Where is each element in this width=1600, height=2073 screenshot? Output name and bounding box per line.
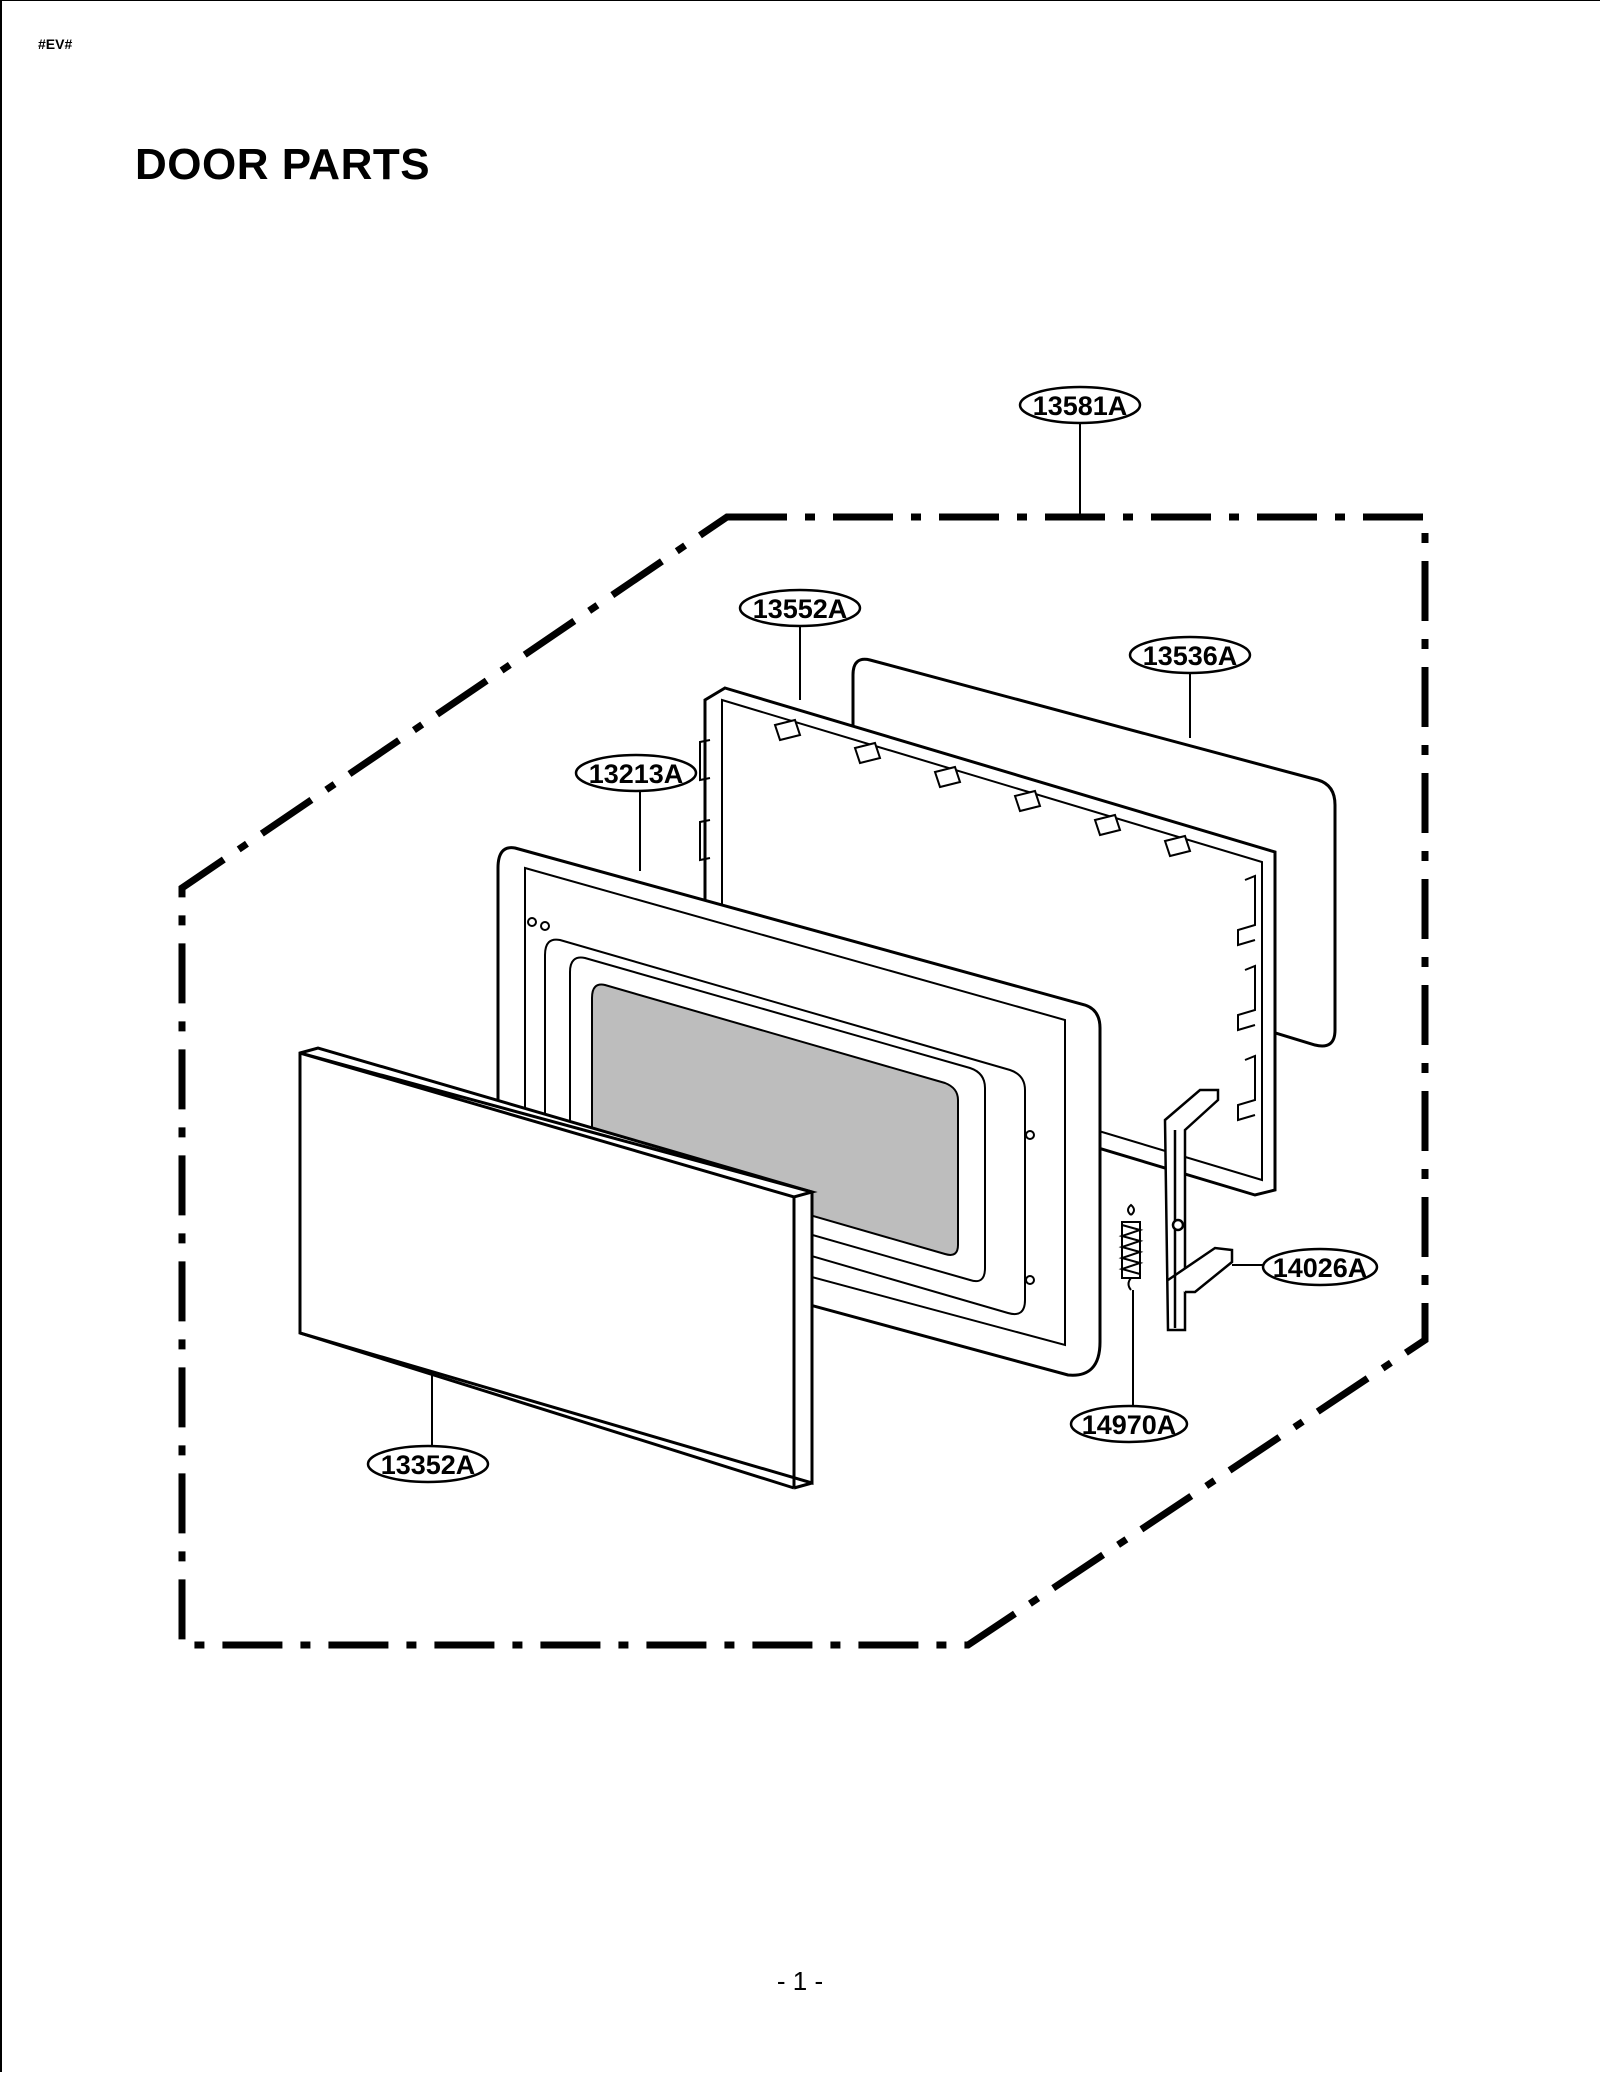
- door-cover-panel: [298, 1046, 818, 1490]
- door-frame: [496, 846, 1102, 1377]
- callout-13552a: 13552A: [738, 588, 862, 628]
- leader-lines: [431, 422, 1265, 1448]
- callout-14026a: 14026A: [1261, 1247, 1379, 1287]
- callout-13213a: 13213A: [574, 753, 698, 793]
- part-label-13552a: 13552A: [753, 594, 848, 624]
- document-code: #EV#: [38, 36, 73, 52]
- callout-13536a: 13536A: [1128, 635, 1252, 675]
- callout-14970a: 14970A: [1069, 1404, 1189, 1444]
- part-label-14026a: 14026A: [1273, 1253, 1368, 1283]
- part-label-13352a: 13352A: [381, 1450, 476, 1480]
- callout-13581a: 13581A: [1018, 385, 1142, 425]
- part-label-13536a: 13536A: [1143, 641, 1238, 671]
- callout-13352a: 13352A: [366, 1444, 490, 1484]
- assembly-boundary: [178, 513, 1429, 1649]
- part-label-13581a: 13581A: [1033, 391, 1128, 421]
- page-number: - 1 -: [776, 1966, 824, 1996]
- page-title: DOOR PARTS: [135, 140, 431, 189]
- part-label-14970a: 14970A: [1082, 1410, 1177, 1440]
- latch-lever: [1163, 1088, 1234, 1332]
- spring: [1118, 1203, 1144, 1291]
- part-label-13213a: 13213A: [589, 759, 684, 789]
